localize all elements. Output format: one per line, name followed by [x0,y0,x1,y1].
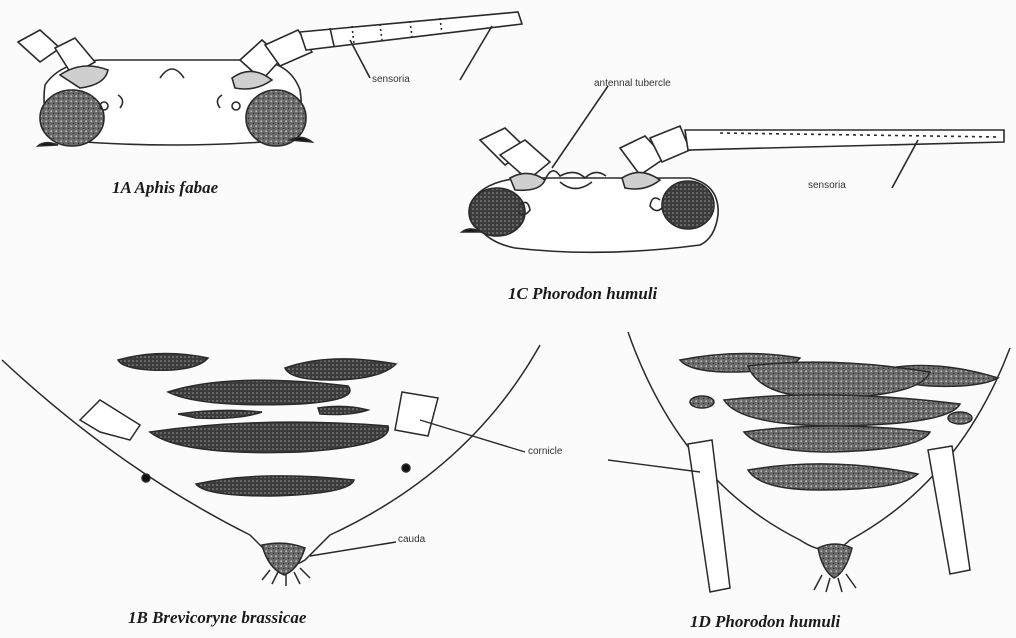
panel-1d-abdomen [628,332,1010,592]
caption-1a: 1A Aphis fabae [112,178,218,198]
panel-1c-head [462,86,1004,252]
label-cauda: cauda [398,534,425,545]
label-cornicle: cornicle [528,446,562,457]
caption-1c: 1C Phorodon humuli [508,284,657,304]
label-antennal-tubercle: antennal tubercle [594,78,671,89]
panel-1b-abdomen [2,345,540,586]
panel-1a-head [18,12,522,146]
caption-1b: 1B Brevicoryne brassicae [128,608,306,628]
label-sensoria-1c: sensoria [808,180,846,191]
caption-1d: 1D Phorodon humuli [690,612,840,632]
label-sensoria-1a: sensoria [372,74,410,85]
